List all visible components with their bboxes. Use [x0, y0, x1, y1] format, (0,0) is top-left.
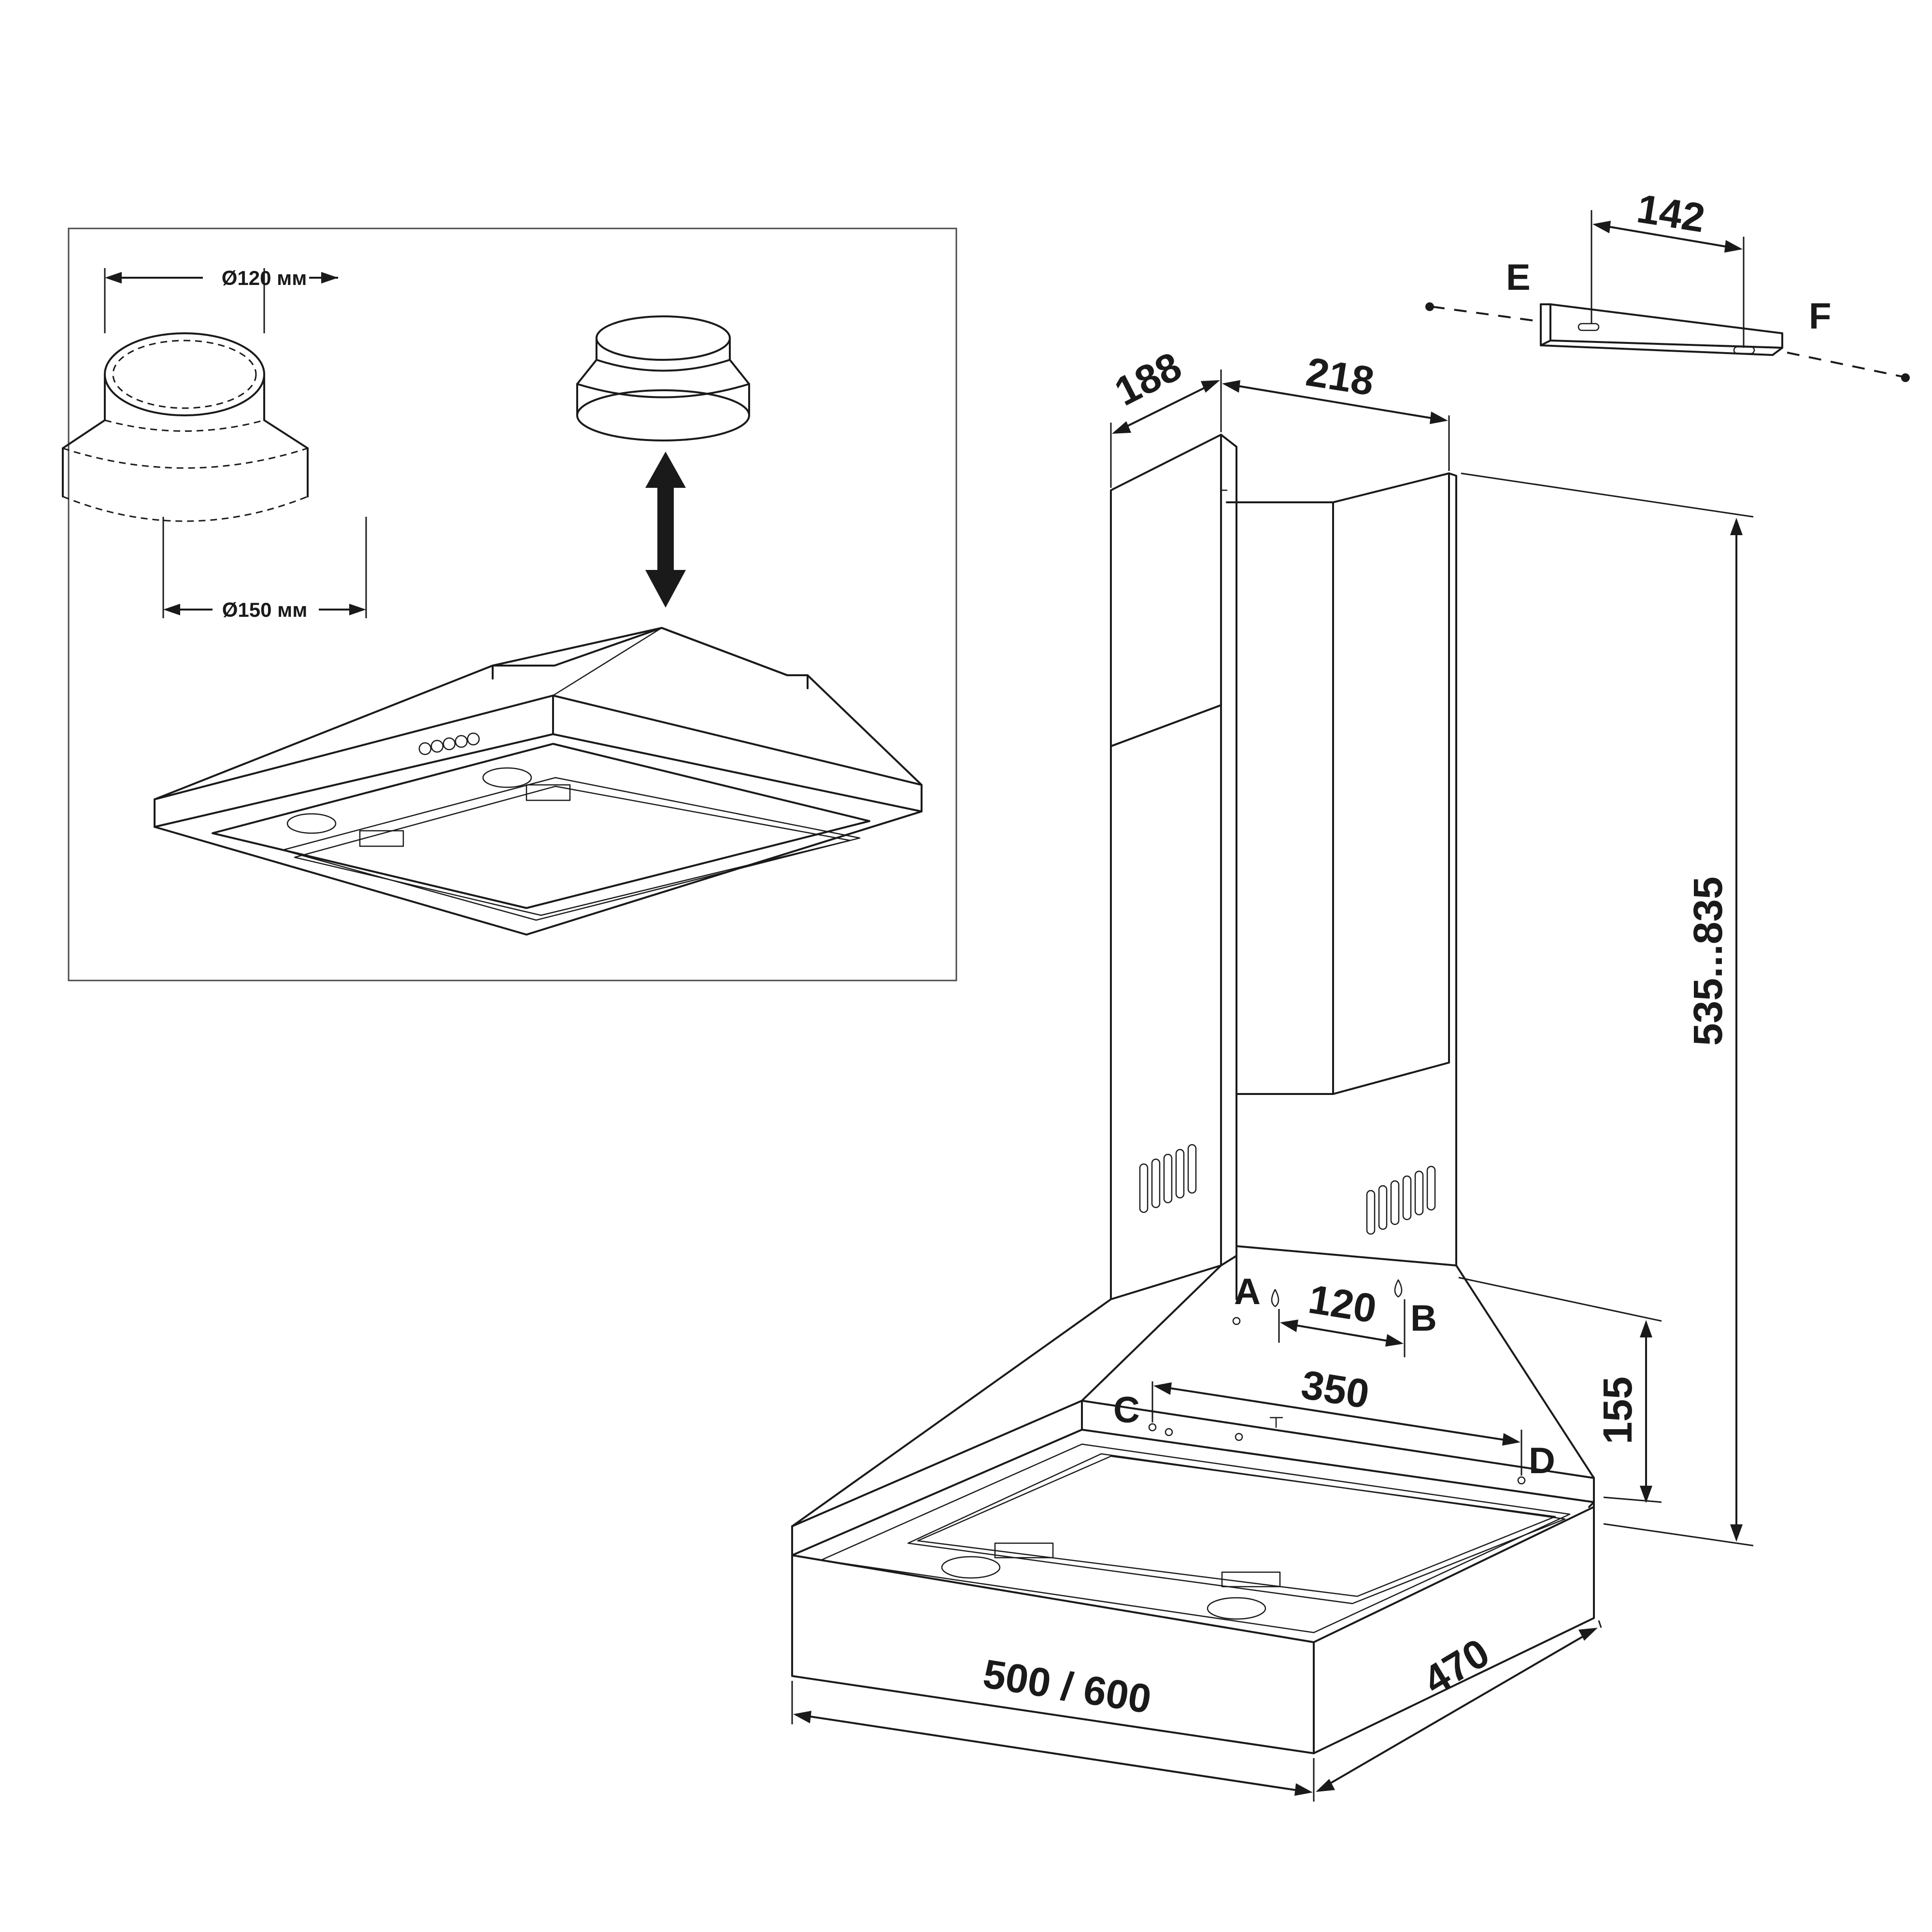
bracket-hole-spacing-label: 142 [1634, 185, 1708, 241]
inset-frame [68, 227, 957, 981]
chimney-width-label: 218 [1303, 349, 1377, 404]
chimney-vents-left [1139, 1144, 1197, 1213]
chimney-vents-right [1366, 1165, 1436, 1235]
hood-body [791, 1245, 1595, 1754]
dimensions: 142 188 218 535...835 155 120 [791, 185, 1754, 1802]
point-label-a: A [1234, 1271, 1261, 1312]
point-labels: A B C D E F [1113, 257, 1831, 1481]
point-label-d: D [1529, 1440, 1555, 1481]
mount-height-label: 155 [1595, 1377, 1640, 1444]
hood-inset-illustration [154, 627, 923, 936]
mounting-bracket [1425, 302, 1910, 382]
duct-adapter [576, 315, 750, 441]
hood-depth-label: 470 [1416, 1630, 1497, 1704]
adapter-bottom-diameter-label: Ø150 мм [222, 598, 308, 621]
mount-cd-spacing-label: 350 [1298, 1362, 1372, 1417]
duct-adapter-dimensioned: Ø120 мм Ø150 мм [62, 267, 367, 621]
point-label-f: F [1809, 296, 1831, 337]
point-label-b: B [1410, 1298, 1437, 1339]
point-label-c: C [1113, 1390, 1140, 1431]
height-range-label: 535...835 [1685, 877, 1731, 1046]
chimney [1110, 434, 1457, 1300]
mounting-holes [1148, 1279, 1526, 1485]
double-arrow-icon [645, 452, 686, 608]
point-label-e: E [1506, 257, 1531, 298]
adapter-top-diameter-label: Ø120 мм [222, 267, 307, 289]
hood-main-drawing [791, 302, 1910, 1754]
mount-ab-spacing-label: 120 [1306, 1276, 1379, 1332]
chimney-depth-label: 188 [1108, 343, 1189, 414]
hood-width-label: 500 / 600 [980, 1651, 1154, 1722]
inset-panel: Ø120 мм Ø150 мм [62, 227, 957, 981]
